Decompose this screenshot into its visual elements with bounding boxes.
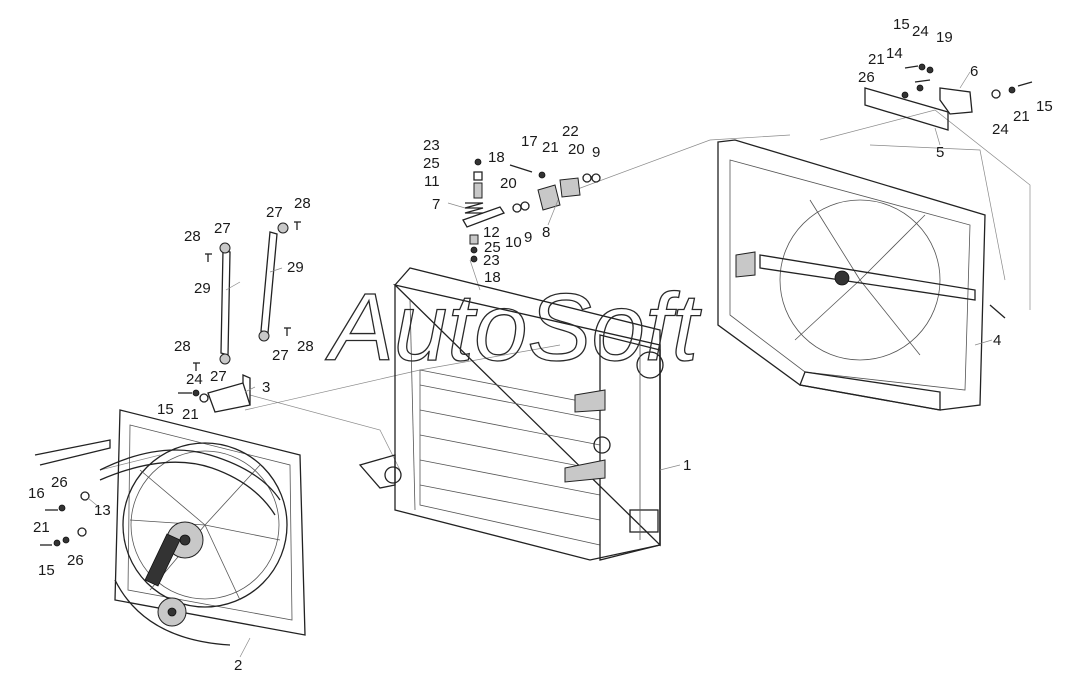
radiator-core bbox=[358, 267, 664, 561]
callout-19: 19 bbox=[936, 29, 953, 46]
callout-24: 24 bbox=[186, 371, 203, 388]
callout-2: 2 bbox=[234, 657, 242, 674]
callout-15: 15 bbox=[38, 562, 55, 579]
callout-10: 10 bbox=[505, 234, 522, 251]
callout-21: 21 bbox=[1013, 108, 1030, 125]
callout-1: 1 bbox=[683, 457, 691, 474]
top-bracket bbox=[864, 63, 1033, 131]
bracket bbox=[207, 374, 251, 413]
callout-28: 28 bbox=[294, 195, 311, 212]
tie-rods bbox=[193, 221, 301, 371]
callout-27: 27 bbox=[272, 347, 289, 364]
callout-23: 23 bbox=[483, 252, 500, 269]
callout-12: 12 bbox=[483, 224, 500, 241]
callout-29: 29 bbox=[287, 259, 304, 276]
callout-17: 17 bbox=[521, 133, 538, 150]
callout-24: 24 bbox=[992, 121, 1009, 138]
fan-frame bbox=[717, 139, 1006, 411]
callout-7: 7 bbox=[432, 196, 440, 213]
callout-26: 26 bbox=[51, 474, 68, 491]
leader-lines bbox=[87, 71, 993, 658]
callout-21: 21 bbox=[868, 51, 885, 68]
callout-3: 3 bbox=[262, 379, 270, 396]
callout-15: 15 bbox=[1036, 98, 1053, 115]
assembly-guide-lines bbox=[99, 109, 1031, 471]
callout-9: 9 bbox=[592, 144, 600, 161]
callout-14: 14 bbox=[886, 45, 903, 62]
callout-25: 25 bbox=[484, 239, 501, 256]
callout-22: 22 bbox=[562, 123, 579, 140]
small-hardware-left bbox=[40, 389, 209, 547]
callout-16: 16 bbox=[28, 485, 45, 502]
callout-27: 27 bbox=[214, 220, 231, 237]
callout-4: 4 bbox=[993, 332, 1001, 349]
callout-13: 13 bbox=[94, 502, 111, 519]
callout-28: 28 bbox=[174, 338, 191, 355]
callout-21: 21 bbox=[542, 139, 559, 156]
callout-20: 20 bbox=[500, 175, 517, 192]
callout-29: 29 bbox=[194, 280, 211, 297]
callout-6: 6 bbox=[970, 63, 978, 80]
callout-9: 9 bbox=[524, 229, 532, 246]
callout-5: 5 bbox=[936, 144, 944, 161]
callout-labels: 1 2 3 4 5 6 7 8 9 9 10 11 12 13 14 15 15… bbox=[28, 16, 1053, 674]
watermark: AutoSoft bbox=[325, 274, 702, 381]
callout-21: 21 bbox=[33, 519, 50, 536]
callout-24: 24 bbox=[912, 23, 929, 40]
callout-27: 27 bbox=[210, 368, 227, 385]
callout-26: 26 bbox=[67, 552, 84, 569]
callout-15: 15 bbox=[157, 401, 174, 418]
callout-11: 11 bbox=[424, 173, 440, 190]
fan-shroud-assembly bbox=[34, 409, 306, 646]
callout-28: 28 bbox=[297, 338, 314, 355]
callout-25: 25 bbox=[423, 155, 440, 172]
small-hardware-top bbox=[462, 158, 601, 263]
callout-28: 28 bbox=[184, 228, 201, 245]
callout-8: 8 bbox=[542, 224, 550, 241]
callout-27: 27 bbox=[266, 204, 283, 221]
callout-26: 26 bbox=[858, 69, 875, 86]
callout-18: 18 bbox=[484, 269, 501, 286]
callout-15: 15 bbox=[893, 16, 910, 33]
callout-18: 18 bbox=[488, 149, 505, 166]
callout-23: 23 bbox=[423, 137, 440, 154]
callout-21: 21 bbox=[182, 406, 199, 423]
callout-20: 20 bbox=[568, 141, 585, 158]
